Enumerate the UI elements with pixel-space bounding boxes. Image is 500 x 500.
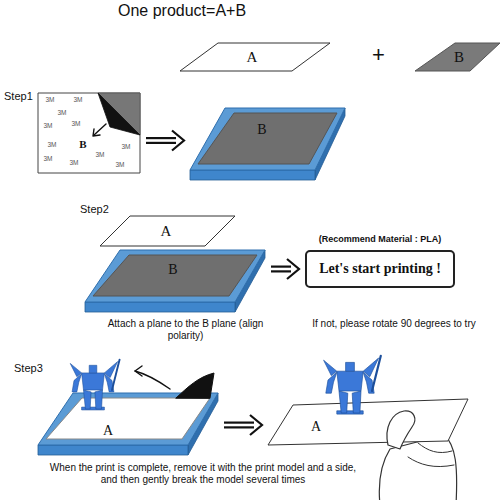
sheet-letter: B — [257, 123, 266, 137]
brand-mark: 3M — [43, 156, 52, 163]
sheet-b: B — [415, 43, 500, 71]
brand-mark: 3M — [73, 97, 82, 104]
sheet-letter: B — [454, 50, 464, 65]
instruction-note: When the print is complete, remove it wi… — [48, 462, 358, 486]
print-model — [70, 360, 119, 410]
brand-mark: 3M — [71, 121, 80, 128]
double-arrow-gap — [223, 424, 255, 427]
bed-front — [85, 302, 235, 312]
sheet-letter: A — [311, 420, 321, 434]
double-arrow-head — [250, 415, 262, 435]
model-leg — [95, 390, 103, 409]
plus-sign: + — [372, 42, 385, 68]
sheet-outline — [100, 216, 235, 246]
model-head — [89, 365, 97, 373]
hand-thumb — [387, 411, 415, 449]
model-wing — [70, 363, 81, 376]
brand-mark: 3M — [47, 142, 56, 149]
finger-line — [418, 443, 452, 453]
step-label: Step1 — [4, 90, 33, 103]
sheet-a: A — [100, 216, 235, 246]
print-model — [324, 356, 381, 414]
diagram-title: One product=A+B — [118, 2, 246, 20]
model-weapon — [372, 356, 381, 391]
start-frame: Let's start printing ! — [305, 250, 455, 288]
sheet-letter: B — [168, 263, 177, 277]
model-weapon — [112, 360, 120, 390]
node-shape — [38, 93, 140, 173]
brand-mark: 3M — [43, 123, 52, 130]
model-arm — [72, 374, 82, 392]
model-leg — [352, 391, 361, 413]
step-arrow-group — [270, 259, 299, 279]
step-label: Step2 — [80, 203, 109, 216]
sheet-letter: A — [103, 424, 113, 438]
print-bed: A — [38, 393, 218, 455]
build-sheet — [93, 255, 257, 296]
model-torso — [82, 373, 105, 390]
peeled-liner — [98, 93, 140, 135]
recommendation-heading: (Recommend Material : PLA) — [319, 234, 442, 244]
peeled-sheet — [176, 373, 214, 398]
model-wing — [324, 360, 337, 375]
brand-mark: 3M — [95, 152, 104, 159]
double-arrow-gap — [145, 139, 177, 142]
removed-sheet: A — [268, 405, 468, 445]
node-shape — [85, 250, 265, 312]
side-letter: B — [79, 139, 86, 150]
node-shape — [190, 108, 345, 180]
sheet-outline — [180, 43, 330, 71]
sheet-outline — [268, 399, 468, 445]
print-bed: B — [190, 108, 345, 180]
bed-front — [190, 170, 315, 180]
model-torso — [337, 371, 363, 391]
revealed-side — [98, 93, 140, 135]
sheet-outline — [415, 43, 500, 71]
bed-top — [38, 393, 218, 445]
sheet-outline — [38, 93, 140, 173]
sheet-letter: A — [247, 50, 258, 65]
node-shape — [38, 393, 218, 455]
instruction-note: Attach a plane to the B plane (align pol… — [98, 318, 273, 342]
step-label: Step3 — [14, 362, 43, 375]
model-head — [346, 362, 355, 371]
finger-line — [408, 457, 454, 467]
start-box: (Recommend Material : PLA) Let's start pr… — [305, 234, 455, 288]
bed-front — [38, 445, 188, 455]
double-arrow-shaft — [224, 422, 254, 429]
brand-mark: 3M — [45, 97, 54, 104]
model-arm — [326, 372, 337, 393]
adhesive-sheet: 3M3M3M3M3M3M3M3M3M3M3MB — [38, 93, 140, 173]
build-sheet — [198, 113, 337, 164]
peel-arrow — [94, 124, 106, 135]
build-sheet — [46, 398, 210, 439]
arrow-head — [135, 366, 142, 376]
arrow-head — [93, 129, 100, 136]
node-shape — [268, 405, 468, 445]
double-arrow-head — [172, 131, 184, 151]
brand-mark: 3M — [115, 162, 124, 169]
instruction-note: If not, please rotate 90 degrees to try — [290, 318, 498, 330]
step-arrow-group — [145, 131, 184, 151]
double-arrow-head — [287, 259, 299, 279]
peel-arrow — [135, 371, 170, 389]
brand-mark: 3M — [57, 110, 66, 117]
double-arrow-gap — [270, 268, 292, 271]
double-arrow-shaft — [146, 137, 176, 144]
sheet-a: A — [180, 43, 330, 71]
model-leg — [84, 390, 92, 409]
double-arrow-shaft — [271, 266, 291, 273]
sheet-letter: A — [161, 224, 172, 239]
brand-mark: 3M — [69, 160, 78, 167]
bed-top — [190, 108, 345, 170]
start-message: Let's start printing ! — [319, 261, 441, 277]
brand-mark: 3M — [121, 144, 130, 151]
print-bed: B — [85, 250, 265, 312]
step-arrow-group — [223, 415, 262, 435]
model-leg — [339, 391, 348, 413]
bed-top — [85, 250, 265, 302]
